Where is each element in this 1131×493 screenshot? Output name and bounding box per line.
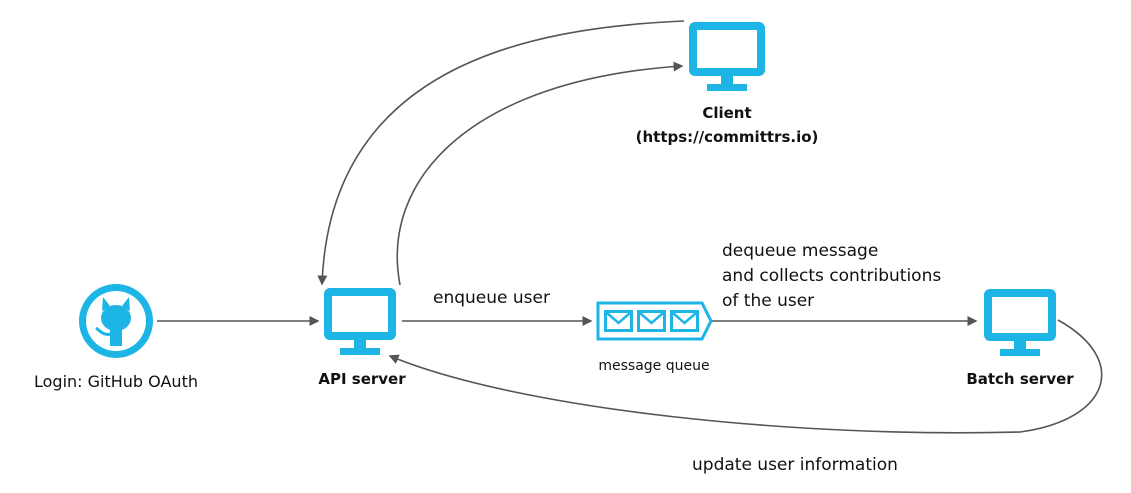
github-octocat-icon <box>79 284 153 358</box>
dequeue-label-line1: dequeue message <box>722 241 878 261</box>
message-queue-label: message queue <box>598 358 709 374</box>
github-node: Login: GitHub OAuth <box>34 284 198 391</box>
edge-client-to-api <box>317 20 685 286</box>
github-label: Login: GitHub OAuth <box>34 372 198 391</box>
update-label: update user information <box>692 455 898 475</box>
client-label-line1: Client <box>702 104 751 122</box>
client-node: Client (https://committrs.io) <box>636 22 819 146</box>
monitor-icon <box>324 288 396 355</box>
enqueue-label: enqueue user <box>433 288 550 308</box>
edge-batch-to-api <box>388 319 1103 434</box>
client-label-line2: (https://committrs.io) <box>636 128 819 146</box>
dequeue-label-line2: and collects contributions <box>722 266 941 286</box>
message-queue-icon <box>596 301 713 341</box>
dequeue-label-line3: of the user <box>722 291 814 311</box>
batch-server-node: Batch server <box>966 289 1074 388</box>
monitor-icon <box>984 289 1056 356</box>
monitor-icon <box>689 22 765 91</box>
api-server-label: API server <box>318 370 406 388</box>
message-queue-node: message queue <box>596 301 713 374</box>
edge-api-to-client <box>396 61 684 286</box>
api-server-node: API server <box>318 288 406 388</box>
batch-server-label: Batch server <box>966 370 1074 388</box>
